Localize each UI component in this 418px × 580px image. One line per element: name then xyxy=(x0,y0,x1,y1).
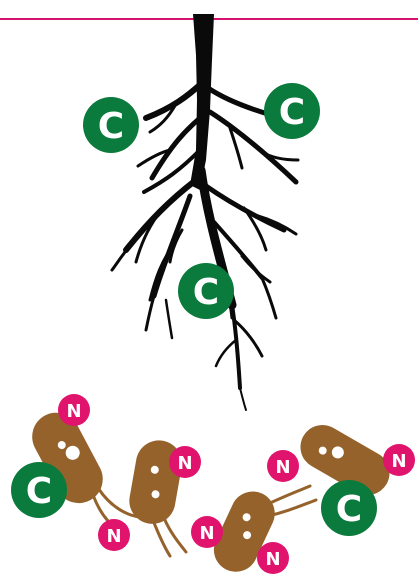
nitrogen-badge-label: N xyxy=(199,523,214,544)
carbon-badge-icon: C xyxy=(83,97,139,153)
nitrogen-badge-icon: N xyxy=(58,394,90,426)
carbon-badge-icon: C xyxy=(11,462,67,518)
nitrogen-badge-icon: N xyxy=(267,450,299,482)
nitrogen-badge-label: N xyxy=(275,457,290,478)
plant-root-icon xyxy=(112,14,298,410)
carbon-badge-label: C xyxy=(336,489,362,530)
carbon-badge-icon: C xyxy=(321,480,377,536)
nitrogen-badge-icon: N xyxy=(191,516,223,548)
carbon-badge-label: C xyxy=(279,92,305,133)
carbon-badge-label: C xyxy=(98,106,124,147)
nitrogen-badge-label: N xyxy=(265,549,280,570)
nitrogen-badge-label: N xyxy=(391,451,406,472)
carbon-badge-icon: C xyxy=(264,83,320,139)
carbon-badge-label: C xyxy=(193,272,219,313)
nitrogen-badge-label: N xyxy=(177,453,192,474)
nitrogen-badge-icon: N xyxy=(98,519,130,551)
carbon-badge-label: C xyxy=(26,471,52,512)
nitrogen-badge-icon: N xyxy=(169,446,201,478)
nitrogen-badge-label: N xyxy=(66,401,81,422)
nitrogen-badge-icon: N xyxy=(257,542,289,574)
nitrogen-badge-label: N xyxy=(106,526,121,547)
carbon-badge-icon: C xyxy=(178,263,234,319)
nitrogen-badge-icon: N xyxy=(383,444,415,476)
